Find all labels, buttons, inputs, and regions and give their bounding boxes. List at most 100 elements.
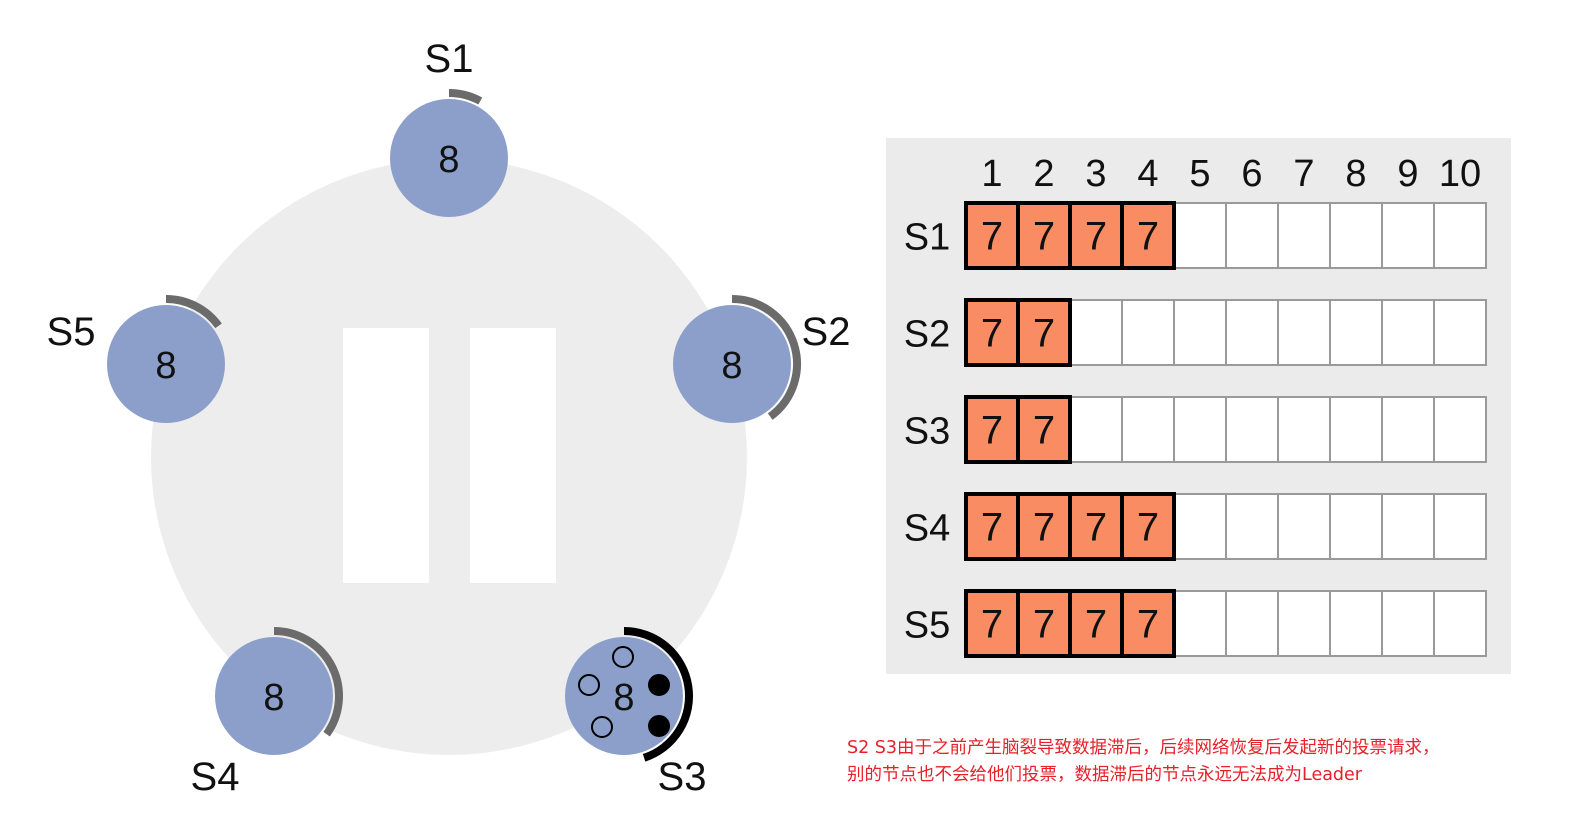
column-index-label: 1 bbox=[981, 153, 1002, 195]
empty-log-slot bbox=[1277, 493, 1331, 560]
node-label: S1 bbox=[425, 37, 474, 81]
log-entry bbox=[1068, 492, 1124, 561]
log-entry bbox=[1016, 201, 1072, 270]
log-entry-term: 7 bbox=[1085, 506, 1107, 550]
node-circle[interactable] bbox=[673, 305, 791, 423]
log-entry bbox=[964, 492, 1020, 561]
pause-icon[interactable] bbox=[343, 328, 556, 583]
empty-log-slot bbox=[1329, 396, 1383, 463]
server-node-s1: 8 S1 bbox=[390, 37, 508, 217]
empty-log-slot bbox=[1069, 299, 1123, 366]
log-entry-term: 7 bbox=[1137, 215, 1159, 259]
empty-log-slot bbox=[1173, 299, 1227, 366]
vote-pending-dot bbox=[578, 674, 600, 696]
empty-log-slot bbox=[1381, 493, 1435, 560]
log-entry bbox=[1016, 492, 1072, 561]
column-index-label: 4 bbox=[1137, 153, 1158, 195]
vote-pending-dot bbox=[591, 716, 613, 738]
vote-granted-dot bbox=[648, 674, 670, 696]
empty-log-slot bbox=[1381, 590, 1435, 657]
node-term: 8 bbox=[721, 345, 742, 387]
empty-log-slot bbox=[1225, 590, 1279, 657]
empty-log-slot bbox=[1381, 202, 1435, 269]
log-entry-term: 7 bbox=[1085, 603, 1107, 647]
empty-log-slot bbox=[1329, 299, 1383, 366]
log-entry-term: 7 bbox=[981, 312, 1003, 356]
empty-log-slot bbox=[1173, 202, 1227, 269]
caption-line-2: 别的节点也不会给他们投票，数据滞后的节点永远无法成为Leader bbox=[847, 765, 1363, 785]
column-index-label: 9 bbox=[1397, 153, 1418, 195]
cluster-ring bbox=[151, 159, 747, 755]
log-entry bbox=[1120, 492, 1176, 561]
column-index-label: 6 bbox=[1241, 153, 1262, 195]
empty-log-slot bbox=[1225, 299, 1279, 366]
empty-log-slot bbox=[1329, 590, 1383, 657]
row-server-label: S3 bbox=[904, 411, 950, 453]
empty-log-slot bbox=[1173, 590, 1227, 657]
server-node-s2: 8 S2 bbox=[673, 295, 851, 423]
election-timer-arc bbox=[273, 627, 343, 737]
empty-log-slot bbox=[1225, 493, 1279, 560]
empty-log-slot bbox=[1225, 396, 1279, 463]
empty-log-slot bbox=[1329, 202, 1383, 269]
log-entry-term: 7 bbox=[981, 409, 1003, 453]
node-label: S5 bbox=[47, 310, 96, 354]
empty-log-slot bbox=[1433, 590, 1487, 657]
empty-log-slot bbox=[1433, 299, 1487, 366]
node-circle[interactable] bbox=[215, 637, 333, 755]
log-entry bbox=[1120, 589, 1176, 658]
node-label: S2 bbox=[802, 310, 851, 354]
election-timer-arc bbox=[165, 295, 222, 329]
empty-log-slot bbox=[1277, 202, 1331, 269]
empty-log-slot bbox=[1277, 299, 1331, 366]
column-index-label: 7 bbox=[1293, 153, 1314, 195]
empty-log-slot bbox=[1173, 396, 1227, 463]
log-entry bbox=[1120, 201, 1176, 270]
node-label: S3 bbox=[658, 755, 707, 799]
node-circle[interactable] bbox=[107, 305, 225, 423]
election-timer-arc bbox=[448, 89, 483, 105]
row-server-label: S4 bbox=[904, 508, 950, 550]
node-circle[interactable] bbox=[390, 99, 508, 217]
empty-log-slot bbox=[1121, 396, 1175, 463]
row-server-label: S1 bbox=[904, 217, 950, 259]
row-server-label: S5 bbox=[904, 605, 950, 647]
log-entry bbox=[964, 589, 1020, 658]
log-entry-term: 7 bbox=[1033, 409, 1055, 453]
log-entry-term: 7 bbox=[1137, 603, 1159, 647]
log-entry bbox=[1016, 395, 1072, 464]
log-entry-term: 7 bbox=[1137, 506, 1159, 550]
vote-pending-dot bbox=[612, 646, 634, 668]
log-entry-term: 7 bbox=[981, 506, 1003, 550]
log-entry-term: 7 bbox=[1033, 312, 1055, 356]
log-entry-term: 7 bbox=[1033, 603, 1055, 647]
row-server-label: S2 bbox=[904, 314, 950, 356]
server-node-s3: 8S3 bbox=[565, 627, 707, 799]
empty-log-slot bbox=[1173, 493, 1227, 560]
node-term: 8 bbox=[438, 139, 459, 181]
log-entry-term: 7 bbox=[981, 215, 1003, 259]
log-entry-term: 7 bbox=[981, 603, 1003, 647]
node-term: 8 bbox=[613, 677, 634, 719]
log-entry-term: 7 bbox=[1033, 215, 1055, 259]
log-entry-term: 7 bbox=[1085, 215, 1107, 259]
node-label: S4 bbox=[191, 755, 240, 799]
empty-log-slot bbox=[1433, 396, 1487, 463]
empty-log-slot bbox=[1225, 202, 1279, 269]
vote-granted-dot bbox=[648, 715, 670, 737]
empty-log-slot bbox=[1121, 299, 1175, 366]
column-index-label: 2 bbox=[1033, 153, 1054, 195]
caption-line-1: S2 S3由于之前产生脑裂导致数据滞后，后续网络恢复后发起新的投票请求， bbox=[847, 738, 1440, 758]
empty-log-slot bbox=[1277, 396, 1331, 463]
empty-log-slot bbox=[1381, 396, 1435, 463]
column-index-label: 10 bbox=[1439, 153, 1481, 195]
caption: S2 S3由于之前产生脑裂导致数据滞后，后续网络恢复后发起新的投票请求， 别的节… bbox=[847, 735, 1567, 789]
election-timer-arc bbox=[623, 627, 693, 762]
